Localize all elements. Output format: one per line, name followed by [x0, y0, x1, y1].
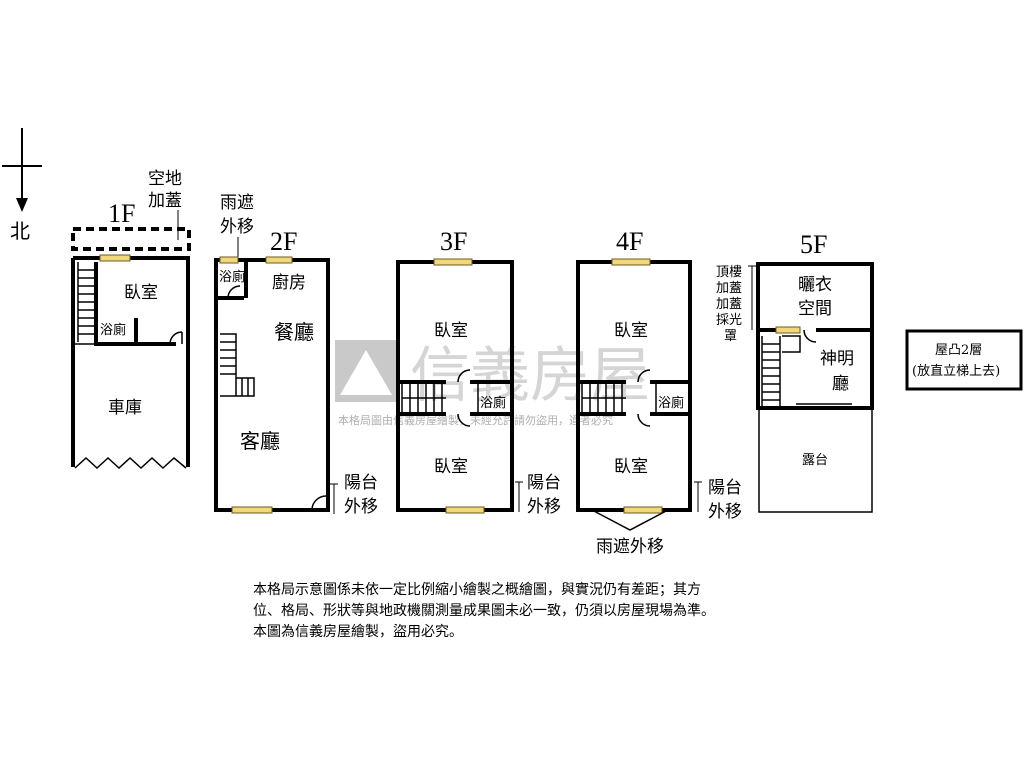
floor-1f-note-line1: 空地 — [148, 169, 182, 189]
floor-4f-stairs — [581, 384, 626, 412]
floor-5f-stairs — [761, 335, 801, 406]
floor-3f-bedroom-top: 臥室 — [434, 321, 468, 341]
north-label: 北 — [10, 219, 30, 243]
floor-3f-bath: 浴廁 — [480, 395, 506, 411]
floor-4f-window-top — [611, 258, 651, 266]
floor-1f-addition-outline — [71, 227, 191, 251]
disclaimer: 本格局示意圖係未依一定比例縮小繪製之概繪圖，與實況仍有差距；其方 位、格局、形狀… — [253, 580, 853, 643]
floor-3f-window-bottom — [445, 506, 485, 514]
floor-2f-living: 客廳 — [240, 429, 280, 453]
floor-1f-bath: 浴廁 — [100, 322, 126, 338]
floor-3f-balcony-line2: 外移 — [527, 497, 561, 517]
north-arrow-icon — [2, 128, 42, 212]
floor-2f-window-top-2 — [265, 256, 293, 264]
floor-2f-note-line2: 外移 — [220, 217, 254, 237]
floor-4f-bedroom-top: 臥室 — [614, 321, 648, 341]
floor-5f-note-line2: 加蓋 — [716, 281, 742, 296]
floor-5f-note-line5: 罩 — [724, 329, 737, 344]
floor-4f-balcony-line1: 陽台 — [708, 478, 742, 498]
floor-1f-note-line2: 加蓋 — [148, 191, 182, 211]
disclaimer-line3: 本圖為信義房屋繪製，盜用必究。 — [253, 624, 463, 640]
floor-2f-note-line1: 雨遮 — [220, 193, 254, 213]
floor-2f-dining: 餐廳 — [274, 320, 314, 344]
floor-2f: 2F 雨遮 外移 浴廁 廚房 餐廳 客廳 陽台 外移 — [214, 193, 378, 517]
floor-1f-stairs — [77, 262, 95, 342]
floor-3f-title: 3F — [440, 227, 467, 256]
floor-3f-balcony-line1: 陽台 — [527, 473, 561, 493]
disclaimer-line2: 位、格局、形狀等與地政機關測量成果圖未必一致，仍須以房屋現場為準。 — [253, 603, 715, 619]
watermark-brand: 信義房屋 — [410, 341, 650, 411]
floor-2f-kitchen: 廚房 — [272, 272, 306, 293]
rooftop-box-line2: (放直立梯上去) — [912, 364, 1000, 379]
floor-5f-terrace: 露台 — [802, 453, 828, 468]
floor-4f-title: 4F — [616, 227, 643, 256]
floor-4f-bath: 浴廁 — [658, 395, 684, 411]
floor-2f-balcony-line2: 外移 — [344, 497, 378, 517]
floor-5f-note: 頂樓 加蓋 加蓋 採光 罩 — [716, 265, 742, 344]
watermark: 信義房屋 本格局圖由信義房屋繪製，未經允許請勿盜用，違者必究 — [335, 340, 650, 427]
floor-5f-shrine-line2: 廳 — [832, 374, 849, 394]
floor-5f-terrace-outline — [758, 407, 873, 513]
floor-5f-note-line3: 加蓋 — [716, 297, 742, 312]
floor-5f-note-line4: 採光 — [716, 313, 742, 328]
floor-3f-window-top — [433, 258, 473, 266]
watermark-notice: 本格局圖由信義房屋繪製，未經允許請勿盜用，違者必究 — [338, 413, 613, 427]
floor-1f-garage-door — [74, 456, 187, 470]
rooftop-box: 屋凸2層 (放直立梯上去) — [905, 329, 1023, 391]
floor-3f: 3F 臥室 浴廁 臥室 陽台 外移 — [396, 227, 561, 517]
floor-3f-bedroom-bottom: 臥室 — [434, 457, 468, 477]
rooftop-box-line1: 屋凸2層 — [935, 343, 982, 358]
floor-4f-window-bottom — [623, 506, 663, 514]
floor-1f-bedroom: 臥室 — [124, 283, 158, 303]
compass: 北 — [2, 128, 42, 243]
floor-5f-shrine-line1: 神明 — [820, 349, 854, 369]
floor-1f-title: 1F — [108, 199, 135, 228]
floor-2f-title: 2F — [270, 227, 297, 256]
floor-4f-awning: 雨遮外移 — [596, 537, 664, 557]
floor-2f-window-top-1 — [219, 256, 239, 264]
floor-5f-note-line1: 頂樓 — [716, 265, 742, 280]
floor-2f-balcony-line1: 陽台 — [344, 473, 378, 493]
watermark-logo-icon — [335, 340, 397, 402]
floor-2f-window-bottom — [231, 506, 273, 514]
floor-1f-window — [99, 254, 131, 262]
floor-3f-stairs — [401, 384, 446, 412]
floor-4f: 4F 臥室 浴廁 臥室 陽台 外移 雨遮外移 — [576, 227, 742, 557]
floor-4f-awning-leader — [591, 509, 669, 531]
floor-2f-stairs — [220, 333, 255, 397]
floor-5f-title: 5F — [800, 230, 827, 259]
floor-1f-garage: 車庫 — [108, 398, 142, 418]
floor-5f-laundry-line2: 空間 — [798, 299, 832, 319]
floor-5f: 5F 頂樓 加蓋 加蓋 採光 罩 曬衣 空間 神明 廳 露台 — [716, 230, 874, 513]
floor-4f-balcony-line2: 外移 — [708, 502, 742, 522]
floor-5f-window — [775, 326, 801, 334]
disclaimer-line1: 本格局示意圖係未依一定比例縮小繪製之概繪圖，與實況仍有差距；其方 — [253, 582, 701, 598]
floor-4f-bedroom-bottom: 臥室 — [614, 457, 648, 477]
floor-5f-laundry-line1: 曬衣 — [798, 275, 832, 295]
floor-1f: 1F 空地 加蓋 臥室 浴廁 車庫 — [71, 169, 191, 470]
floor-2f-bath: 浴廁 — [219, 269, 245, 285]
